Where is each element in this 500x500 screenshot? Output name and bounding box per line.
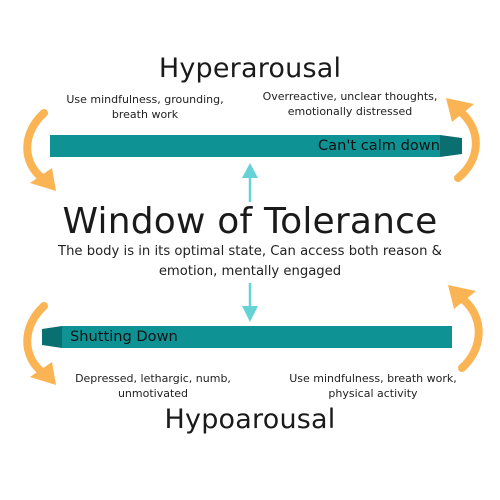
bottom-right-curved-arrow-icon	[448, 285, 483, 372]
hypoarousal-left-note: Depressed, lethargic, numb, unmotivated	[48, 371, 258, 401]
up-connector-arrow-icon	[242, 163, 258, 202]
bottom-left-curved-arrow-icon	[23, 302, 56, 385]
hyperarousal-right-note: Overreactive, unclear thoughts, emotiona…	[245, 89, 455, 119]
hypoarousal-right-note: Use mindfulness, breath work, physical a…	[268, 371, 478, 401]
hyperarousal-right-note-line: emotionally distressed	[287, 105, 413, 118]
hyperarousal-bar	[50, 135, 462, 157]
hypoarousal-right-note-line: physical activity	[328, 387, 418, 400]
window-of-tolerance-title: Window of Tolerance	[62, 201, 438, 242]
top-left-curved-arrow-icon	[23, 109, 56, 191]
hypoarousal-bar	[42, 326, 452, 348]
hyperarousal-bar-label: Can't calm down	[317, 137, 440, 154]
hyperarousal-left-note-line: Use mindfulness, grounding,	[66, 93, 224, 106]
window-description-line: emotion, mentally engaged	[158, 264, 342, 279]
hypoarousal-right-note-line: Use mindfulness, breath work,	[289, 372, 457, 385]
hypoarousal-title: Hypoarousal	[164, 404, 336, 435]
hypoarousal-left-note-line: unmotivated	[117, 387, 189, 400]
down-connector-arrow-icon	[242, 283, 258, 322]
window-description: The body is in its optimal state, Can ac…	[20, 242, 480, 282]
hyperarousal-left-note: Use mindfulness, grounding, breath work	[50, 92, 240, 122]
top-right-curved-arrow-icon	[446, 98, 480, 182]
hyperarousal-title: Hyperarousal	[158, 53, 342, 84]
hypoarousal-bar-label: Shutting Down	[70, 328, 178, 345]
hyperarousal-left-note-line: breath work	[111, 108, 179, 121]
hypoarousal-left-note-line: Depressed, lethargic, numb,	[75, 372, 231, 385]
hyperarousal-right-note-line: Overreactive, unclear thoughts,	[262, 90, 438, 103]
window-description-line: The body is in its optimal state, Can ac…	[58, 244, 442, 259]
